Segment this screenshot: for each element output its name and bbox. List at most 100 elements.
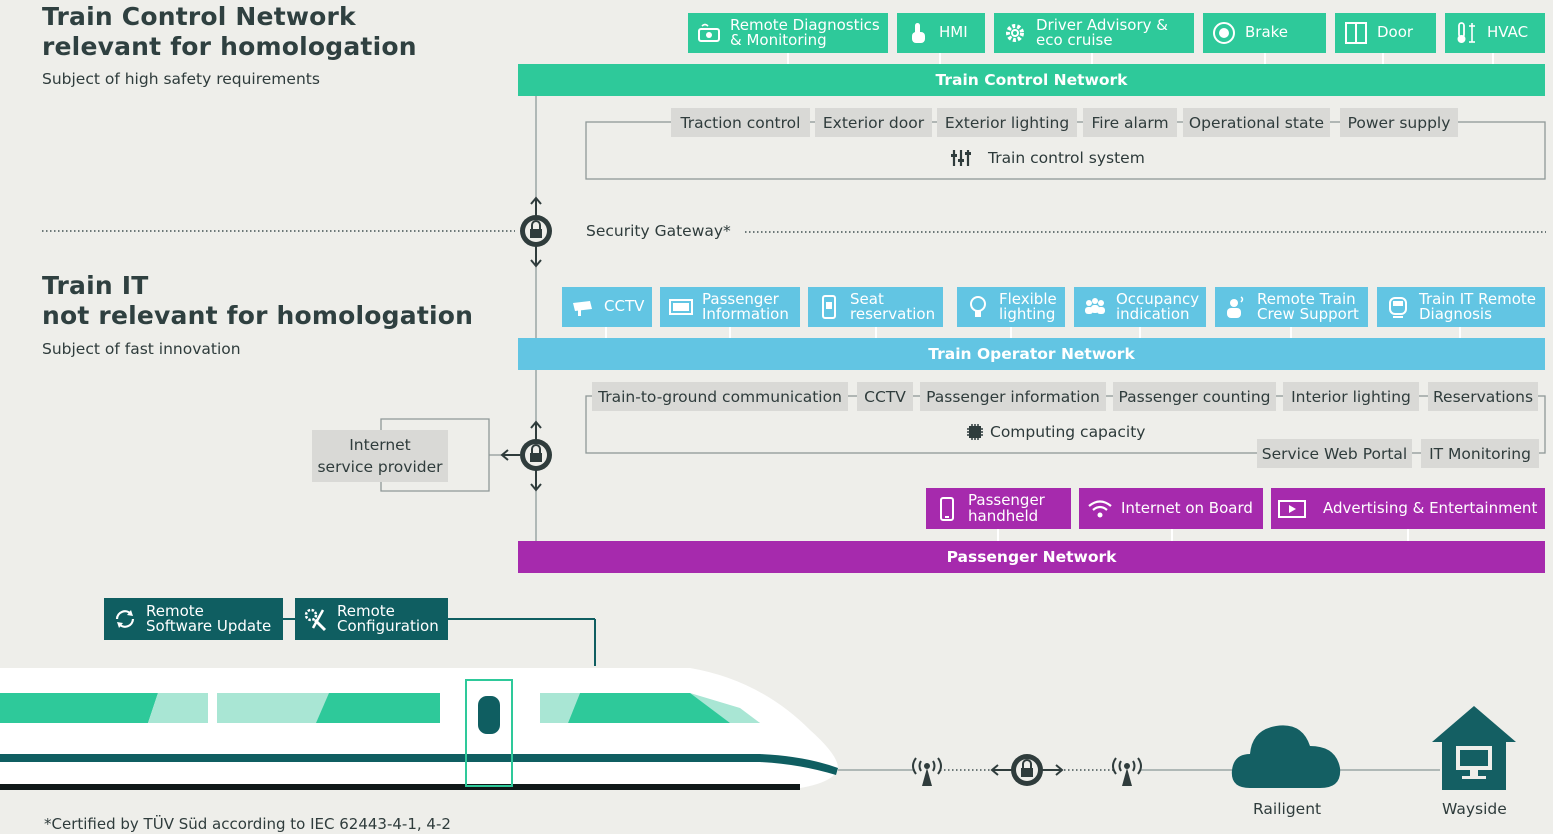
people-icon — [1082, 294, 1108, 320]
control-function: Exterior door — [815, 108, 932, 137]
info-display-icon — [668, 294, 694, 320]
train-illustration — [0, 668, 838, 790]
control-title-line1: Train Control Network — [42, 2, 356, 31]
advertising-entertainment-tile: Advertising & Entertainment — [1271, 488, 1545, 529]
tools-icon — [303, 606, 329, 632]
wifi-icon — [1087, 496, 1113, 522]
tile-line1: Internet on Board — [1121, 498, 1253, 517]
isp-box: Internet service provider — [312, 430, 448, 482]
isp-line1: Internet — [349, 436, 411, 454]
control-function: Exterior lighting — [937, 108, 1077, 137]
ground-antenna-icon — [1110, 752, 1144, 792]
brake-tile: Brake — [1203, 13, 1326, 53]
tile-line2: Crew Support — [1257, 305, 1359, 323]
control-function: Fire alarm — [1083, 108, 1177, 137]
operator-function: Reservations — [1428, 382, 1538, 411]
tile-line1: Flexible — [999, 289, 1057, 308]
cctv-camera-icon — [570, 294, 596, 320]
operator-service: IT Monitoring — [1421, 439, 1539, 468]
train-antenna-icon — [910, 752, 944, 792]
sync-update-icon — [112, 606, 138, 632]
thermometer-icon — [1453, 20, 1479, 46]
isp-line2: service provider — [317, 458, 443, 476]
train-control-network-bar: Train Control Network — [518, 64, 1545, 96]
phone-ticket-icon — [816, 294, 842, 320]
tile-line2: Configuration — [337, 617, 439, 635]
operator-function: Train-to-ground communication — [592, 382, 848, 411]
operator-function: Passenger counting — [1113, 382, 1276, 411]
tile-line2: Information — [702, 305, 789, 323]
diagnostics-icon — [696, 20, 722, 46]
tile-line1: CCTV — [604, 297, 645, 316]
tile-line1: Brake — [1245, 23, 1289, 42]
control-function: Power supply — [1340, 108, 1458, 137]
train-control-system-label: Train control system — [988, 149, 1145, 167]
tile-line1: HVAC — [1487, 23, 1529, 42]
tile-line1: Remote Diagnostics — [730, 15, 880, 34]
tile-line2: handheld — [968, 506, 1039, 525]
tile-line2: indication — [1116, 305, 1190, 323]
cctv-tile: CCTV — [562, 287, 652, 327]
tile-line2: eco cruise — [1036, 31, 1113, 49]
security-gateway-label: Security Gateway* — [586, 222, 731, 240]
door-tile: Door — [1335, 13, 1436, 53]
operator-function: CCTV — [857, 382, 913, 411]
hvac-tile: HVAC — [1445, 13, 1545, 53]
tile-line1: Remote — [146, 601, 204, 620]
chip-icon — [965, 422, 987, 442]
control-section-subtitle: Subject of high safety requirements — [42, 70, 320, 88]
brake-disc-icon — [1211, 20, 1237, 46]
tile-line1: Passenger — [968, 491, 1045, 509]
wayside-house-icon — [1432, 706, 1516, 794]
tile-line1: Advertising & Entertainment — [1323, 498, 1538, 517]
remote-diagnostics-tile: Remote Diagnostics& Monitoring — [688, 13, 888, 53]
tile-line1: Train IT Remote — [1419, 289, 1536, 308]
tile-line1: Remote — [337, 601, 395, 620]
play-screen-icon — [1278, 496, 1306, 522]
internet-on-board-tile: Internet on Board — [1079, 488, 1263, 529]
tile-line2: & Monitoring — [730, 31, 827, 49]
control-title-line2: relevant for homologation — [42, 32, 417, 61]
tile-line2: Software Update — [146, 617, 272, 635]
operator-service: Service Web Portal — [1257, 439, 1412, 468]
hand-pointer-icon — [905, 20, 931, 46]
passenger-network-bar: Passenger Network — [518, 541, 1545, 573]
control-function: Traction control — [671, 108, 810, 137]
computing-capacity-label: Computing capacity — [990, 423, 1146, 441]
it-section-title: Train IT not relevant for homologation — [42, 271, 473, 331]
cloud-label: Railigent — [1253, 800, 1322, 818]
footnote: *Certified by TÜV Süd according to IEC 6… — [44, 815, 451, 833]
tile-line1: Occupancy — [1116, 289, 1200, 308]
train-control-system: Train control system — [950, 148, 1145, 168]
handheld-icon — [934, 496, 960, 522]
operator-function: Interior lighting — [1283, 382, 1419, 411]
door-icon — [1343, 20, 1369, 46]
security-gateway-icon — [516, 196, 556, 272]
tile-line2: Diagnosis — [1419, 305, 1492, 323]
tile-line1: Seat — [850, 289, 884, 308]
train-operator-network-bar: Train Operator Network — [518, 338, 1545, 370]
driver-advisory-tile: Driver Advisory &eco cruise — [994, 13, 1194, 53]
tile-line1: Door — [1377, 23, 1414, 42]
operator-function: Passenger information — [920, 382, 1106, 411]
wayside-label: Wayside — [1442, 800, 1507, 818]
isp-gateway-icon — [500, 420, 556, 496]
control-section-title: Train Control Network relevant for homol… — [42, 2, 417, 62]
train-diagnosis-icon — [1385, 294, 1411, 320]
tile-line2: lighting — [999, 305, 1056, 323]
tile-line1: Driver Advisory & — [1036, 15, 1168, 34]
crew-person-icon — [1223, 294, 1249, 320]
hmi-tile: HMI — [897, 13, 985, 53]
ground-gateway-icon — [990, 752, 1064, 792]
lightbulb-icon — [965, 294, 991, 320]
